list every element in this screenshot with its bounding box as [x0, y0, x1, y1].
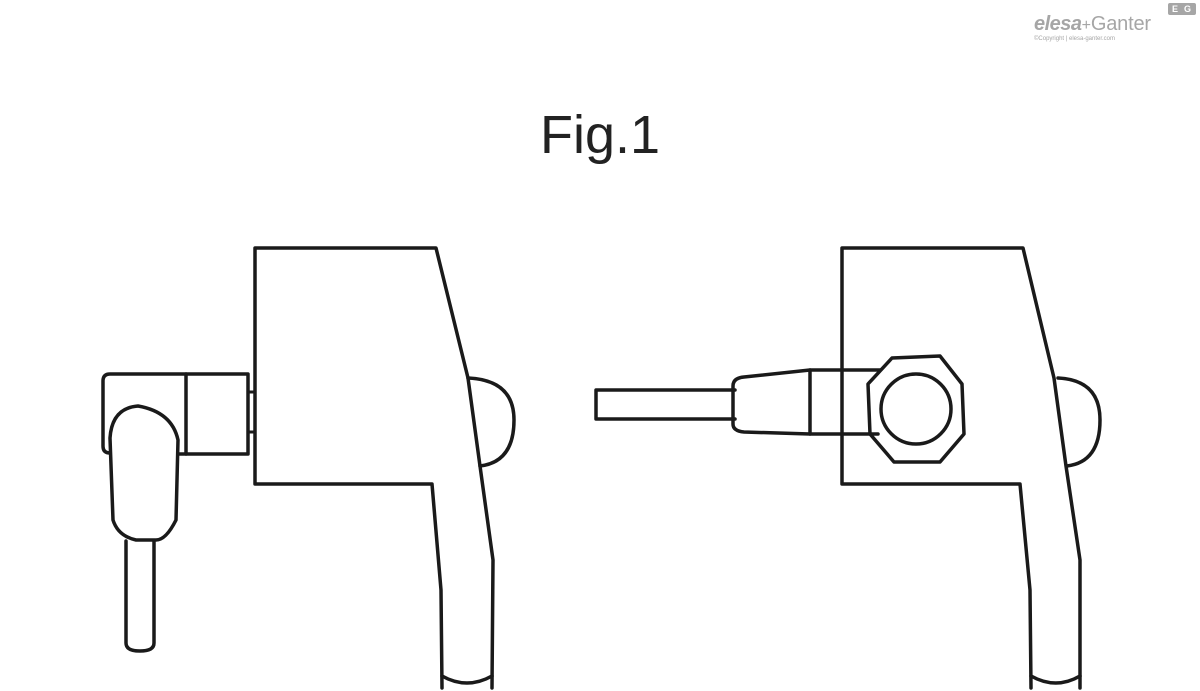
right-connector-block [808, 368, 882, 436]
left-plug-head [101, 372, 188, 456]
logo-badge-g: G [1184, 4, 1192, 14]
elesa-ganter-logo: elesa+Ganter E G ©Copyright | elesa-gant… [1030, 3, 1198, 47]
left-indicator-knob [466, 376, 516, 468]
right-housing-body [840, 246, 1082, 690]
left-connector-block [184, 372, 250, 456]
left-plug-sleeve [108, 404, 180, 542]
left-clip-notches [246, 390, 257, 434]
figure-title: Fig.1 [539, 105, 661, 165]
logo-badge-e: E [1172, 4, 1179, 14]
right-housing-cut [1029, 674, 1082, 685]
logo-ganter-text: Ganter [1090, 13, 1151, 35]
left-housing-body [253, 246, 495, 690]
logo-elesa-text: elesa [1034, 13, 1082, 35]
right-indicator-knob [1056, 376, 1102, 468]
left-assembly [101, 246, 1102, 690]
right-round-cap [879, 372, 953, 446]
right-hex-nut [866, 354, 966, 464]
left-housing-cut [440, 674, 494, 685]
left-cable [124, 539, 156, 653]
right-plug-sleeve [731, 368, 812, 436]
right-cable [594, 388, 737, 421]
right-assembly [594, 246, 1102, 690]
logo-wordmark: elesa+Ganter [1034, 13, 1151, 37]
logo-plus-text: + [1081, 17, 1091, 34]
logo-eg-badge: E G [1168, 3, 1196, 15]
logo-copyright: ©Copyright | elesa-ganter.com [1034, 36, 1116, 42]
